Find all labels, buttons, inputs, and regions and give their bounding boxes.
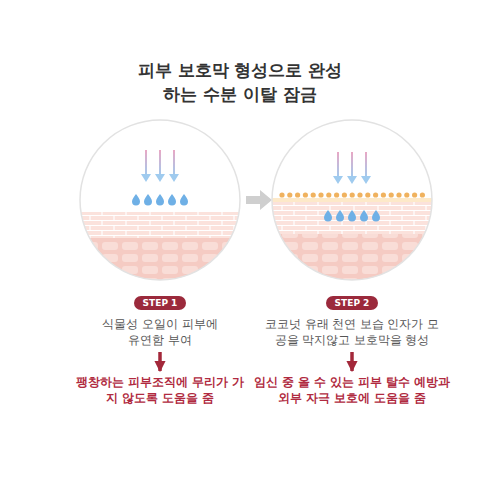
oil-dot bbox=[365, 192, 370, 197]
down-arrow bbox=[141, 150, 151, 182]
oil-dot bbox=[404, 192, 409, 197]
step-arrow bbox=[246, 190, 272, 210]
oil-dot bbox=[334, 192, 339, 197]
oil-dot bbox=[412, 192, 417, 197]
circle-outline bbox=[80, 120, 240, 280]
oil-dot bbox=[318, 192, 323, 197]
drops-right bbox=[324, 210, 380, 222]
step-badge: STEP 1 bbox=[134, 296, 187, 310]
oil-dot bbox=[357, 192, 362, 197]
down-arrow bbox=[333, 152, 343, 184]
result-text: 팽창하는 피부조직에 무리가 가지 않도록 도움을 줌 bbox=[76, 374, 244, 406]
text-line: 팽창하는 피부조직에 무리가 가지 않도록 도움을 줌 bbox=[76, 374, 244, 406]
oil-dot bbox=[279, 192, 284, 197]
brick-layer bbox=[270, 202, 434, 234]
text-line: 코코넛 유래 천연 보습 인자가 모공을 막지않고 보호막을 형성 bbox=[262, 316, 442, 348]
arrows-right bbox=[333, 152, 371, 184]
skin-circle-right bbox=[270, 118, 434, 284]
oil-dot bbox=[350, 192, 355, 197]
step-label: STEP 2 bbox=[335, 296, 370, 310]
result-text: 임신 중 올 수 있는 피부 탈수 예방과 외부 자극 보호에 도움을 줌 bbox=[247, 374, 457, 406]
down-connector bbox=[158, 352, 162, 371]
water-drop bbox=[132, 194, 140, 206]
water-drop bbox=[144, 194, 152, 206]
oil-dot bbox=[295, 192, 300, 197]
water-drop bbox=[360, 210, 368, 222]
text-line: 식물성 오일이 피부에 유연함 부여 bbox=[98, 316, 222, 348]
step-label: STEP 1 bbox=[143, 296, 178, 310]
oil-dot bbox=[381, 192, 386, 197]
oil-dot bbox=[342, 192, 347, 197]
oil-dot bbox=[396, 192, 401, 197]
water-drop bbox=[324, 210, 332, 222]
water-drop bbox=[372, 210, 380, 222]
protective-film bbox=[279, 192, 425, 197]
down-arrow bbox=[347, 152, 357, 184]
text-line: 임신 중 올 수 있는 피부 탈수 예방과 외부 자극 보호에 도움을 줌 bbox=[247, 374, 457, 406]
oil-dot bbox=[420, 192, 425, 197]
title: 피부 보호막 형성으로 완성하는 수분 이탈 잠금 bbox=[130, 58, 350, 106]
oil-dot bbox=[287, 192, 292, 197]
oil-dot bbox=[373, 192, 378, 197]
water-drop bbox=[336, 210, 344, 222]
drops-left bbox=[132, 194, 188, 206]
cell-layer bbox=[270, 234, 434, 284]
down-arrow bbox=[169, 150, 179, 182]
oil-dot bbox=[389, 192, 394, 197]
down-arrow bbox=[155, 150, 165, 182]
film-layer bbox=[270, 198, 434, 202]
brick-layer bbox=[78, 212, 242, 238]
oil-dot bbox=[303, 192, 308, 197]
description-text: 코코넛 유래 천연 보습 인자가 모공을 막지않고 보호막을 형성 bbox=[262, 316, 442, 348]
arrows-left bbox=[141, 150, 179, 182]
water-drop bbox=[156, 194, 164, 206]
description-text: 식물성 오일이 피부에 유연함 부여 bbox=[98, 316, 222, 348]
cell-layer bbox=[78, 238, 242, 284]
water-drop bbox=[168, 194, 176, 206]
water-drop bbox=[180, 194, 188, 206]
oil-dot bbox=[326, 192, 331, 197]
step-badge: STEP 2 bbox=[326, 296, 379, 310]
circle-outline bbox=[272, 120, 432, 280]
down-connector bbox=[350, 352, 354, 371]
skin-circle-left bbox=[78, 118, 242, 284]
oil-dot bbox=[311, 192, 316, 197]
water-drop bbox=[348, 210, 356, 222]
down-arrow bbox=[361, 152, 371, 184]
